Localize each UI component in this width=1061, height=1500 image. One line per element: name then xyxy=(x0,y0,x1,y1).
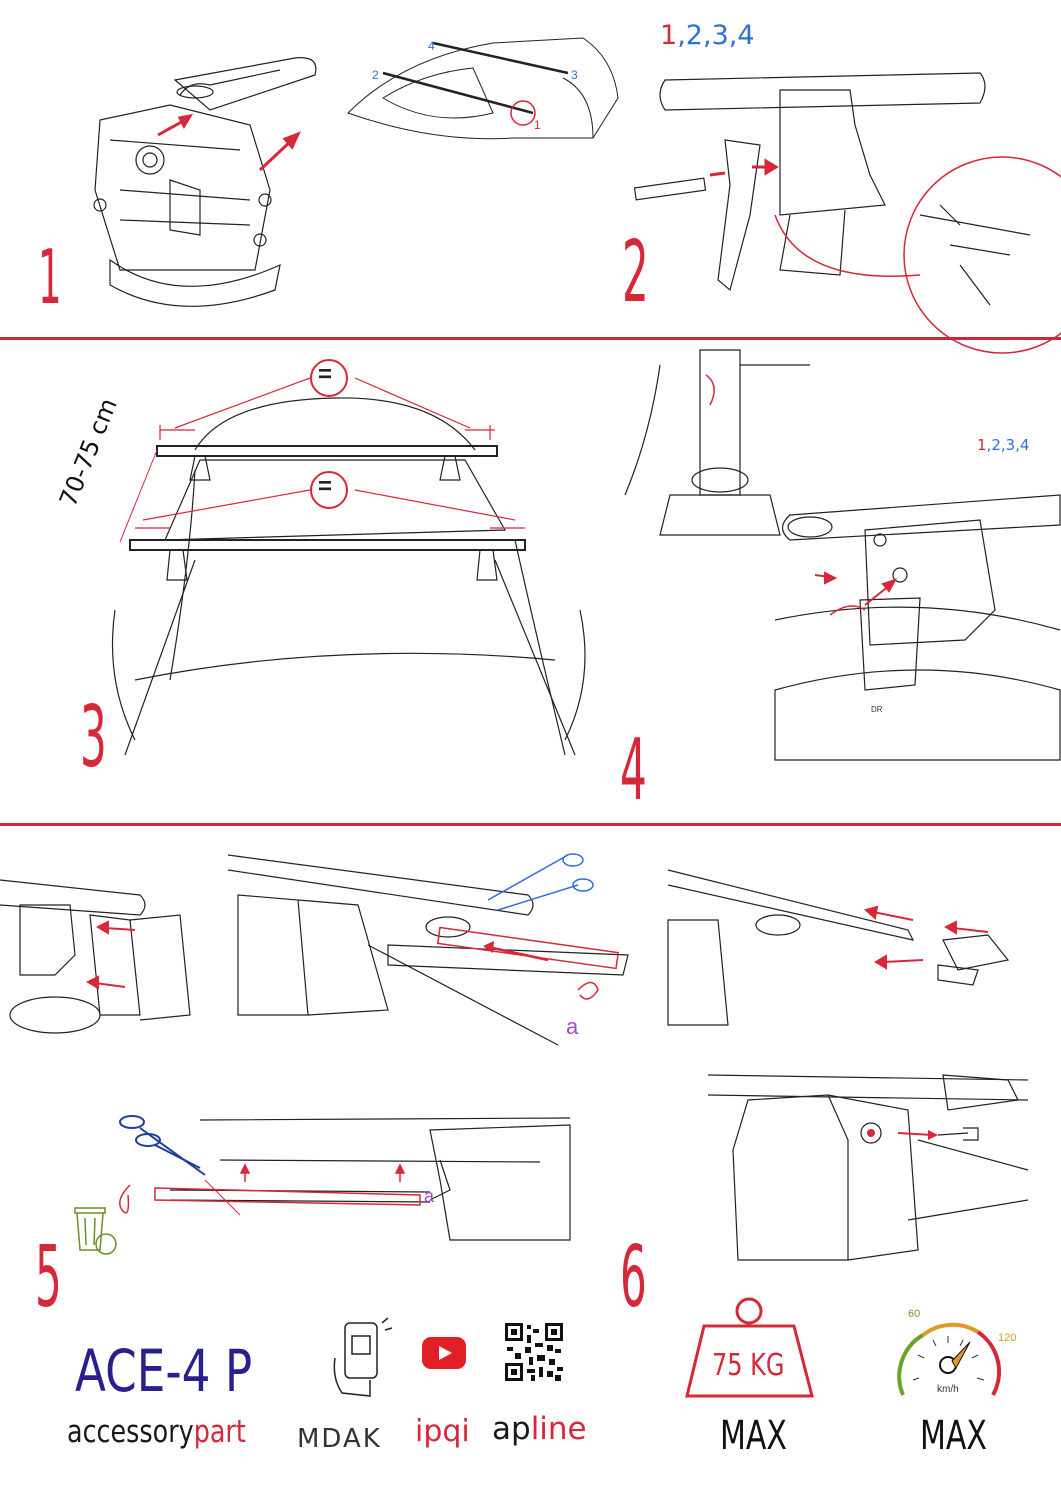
equal-sign-top: = xyxy=(318,361,333,388)
speed-tick-60: 60 xyxy=(908,1308,921,1320)
trash-recycle-icon xyxy=(68,1200,118,1260)
step4-main-illustration xyxy=(770,490,1060,760)
step5-trim-detail xyxy=(110,1100,580,1250)
step2-illustration xyxy=(630,65,1040,315)
step3-illustration xyxy=(75,360,615,755)
step5-clamp-detail xyxy=(0,865,200,1045)
section-divider-2 xyxy=(0,823,1061,826)
weight-value: 75 KG xyxy=(712,1348,785,1383)
equal-sign-middle: = xyxy=(318,473,333,500)
step-number-3: 3 xyxy=(80,688,107,787)
step5-cut-rubber xyxy=(228,845,648,1050)
foot-label-3: 3 xyxy=(571,68,578,82)
step-number-6: 6 xyxy=(620,1228,647,1327)
speedometer-icon xyxy=(888,1310,1008,1410)
speed-unit: km/h xyxy=(937,1384,959,1395)
dr-marker: DR xyxy=(871,705,883,714)
step-number-1: 1 xyxy=(38,233,62,321)
sequence-label-top: 1,2,3,4 xyxy=(660,20,755,51)
foot-label-2: 2 xyxy=(372,68,379,82)
step1-illustration xyxy=(80,40,330,320)
step5-endcap-detail xyxy=(668,860,1048,1035)
max-label-weight: MAX xyxy=(720,1413,787,1459)
step-number-2: 2 xyxy=(622,223,649,322)
weight-icon xyxy=(682,1296,817,1401)
step6-lock-illustration xyxy=(708,1070,1028,1260)
sequence-label-middle: 1,2,3,4 xyxy=(977,436,1030,454)
car-roof-overview xyxy=(343,18,623,148)
foot-label-1: 1 xyxy=(534,118,541,132)
section-divider-1 xyxy=(0,337,1061,340)
model-name: ACE-4 P xyxy=(75,1337,253,1405)
brand-mdak: MDAK xyxy=(297,1424,382,1454)
step-number-5: 5 xyxy=(35,1228,62,1327)
step-number-4: 4 xyxy=(620,721,647,820)
trim-label-a: a xyxy=(424,1186,435,1206)
step4-top-detail xyxy=(620,345,810,535)
phone-qr-icon[interactable] xyxy=(330,1318,396,1398)
brand-ipqi: ipqi xyxy=(415,1414,470,1449)
speed-tick-120: 120 xyxy=(998,1332,1017,1344)
foot-label-4: 4 xyxy=(428,39,435,53)
max-label-speed: MAX xyxy=(920,1413,987,1459)
rubber-strip-label-a: a xyxy=(566,1014,579,1039)
qr-code-icon[interactable] xyxy=(505,1323,563,1381)
brand-accessorypart: accessorypart xyxy=(67,1414,246,1450)
brand-apline: apline xyxy=(492,1411,587,1447)
youtube-icon[interactable] xyxy=(422,1337,466,1369)
